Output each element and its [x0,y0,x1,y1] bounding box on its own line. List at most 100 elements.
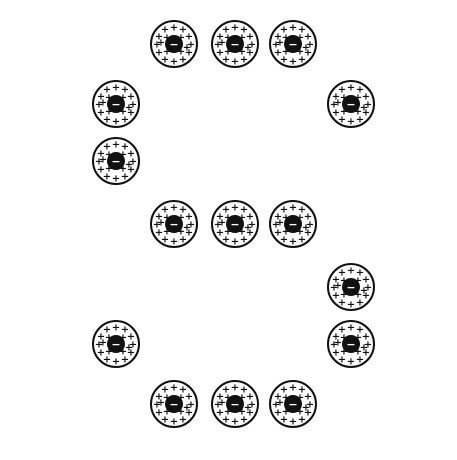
positive-charge-sign: + [153,400,161,411]
negative-charge-sign: − [346,98,355,111]
atom-graphic: ++++++++++++++++++− [327,80,375,128]
positive-charge-sign: + [332,348,340,359]
positive-charge-sign: + [289,383,297,394]
positive-charge-sign: + [298,385,306,396]
positive-charge-sign: + [216,228,224,239]
positive-charge-sign: + [332,332,340,343]
positive-charge-sign: + [170,23,178,34]
positive-charge-sign: + [246,212,254,223]
positive-charge-sign: + [121,355,129,366]
positive-charge-sign: + [246,408,254,419]
positive-charge-sign: + [340,93,348,104]
positive-charge-sign: + [306,40,314,51]
positive-charge-sign: + [179,235,187,246]
positive-charge-sign: + [282,407,290,418]
positive-charge-sign: + [360,343,368,354]
positive-charge-sign: + [238,227,246,238]
positive-charge-sign: + [224,227,232,238]
positive-charge-sign: + [282,393,290,404]
positive-charge-sign: + [127,165,135,176]
positive-charge-sign: + [338,298,346,309]
positive-charge-sign: + [214,220,222,231]
negative-charge-sign: − [169,218,178,231]
positive-charge-sign: + [183,223,191,234]
positive-charge-sign: + [224,213,232,224]
positive-charge-sign: + [231,203,239,214]
positive-charge-sign: + [340,107,348,118]
positive-charge-sign: + [354,276,362,287]
negative-nucleus [165,395,183,413]
positive-charge-sign: + [347,117,355,128]
positive-charge-sign: + [340,290,348,301]
positive-charge-sign: + [280,385,288,396]
atom: ++++++++++++++++++− [326,79,376,129]
atom: ++++++++++++++++++− [326,262,376,312]
positive-charge-sign: + [161,235,169,246]
positive-charge-sign: + [274,228,282,239]
positive-charge-sign: + [216,408,224,419]
positive-charge-sign: + [163,393,171,404]
negative-charge-sign: − [346,281,355,294]
atom: ++++++++++++++++++− [268,379,318,429]
positive-charge-sign: + [240,205,248,216]
positive-charge-sign: + [170,57,178,68]
positive-charge-sign: + [334,281,342,292]
positive-charge-sign: + [97,149,105,160]
positive-charge-sign: + [222,25,230,36]
positive-charge-sign: + [231,237,239,248]
negative-nucleus [165,35,183,53]
positive-charge-sign: + [244,403,252,414]
positive-charge-sign: + [127,332,135,343]
positive-charge-sign: + [163,213,171,224]
positive-charge-sign: + [364,283,372,294]
positive-charge-sign: + [224,47,232,58]
positive-charge-sign: + [296,407,304,418]
positive-charge-sign: + [231,383,239,394]
positive-charge-sign: + [216,48,224,59]
positive-charge-sign: + [179,385,187,396]
positive-charge-sign: + [112,357,120,368]
positive-charge-sign: + [121,325,129,336]
positive-charge-sign: + [161,385,169,396]
positive-charge-sign: + [296,47,304,58]
positive-charge-sign: + [304,212,312,223]
positive-charge-sign: + [334,98,342,109]
positive-charge-sign: + [112,140,120,151]
positive-charge-sign: + [112,323,120,334]
negative-nucleus [342,95,360,113]
atom: ++++++++++++++++++− [210,19,260,69]
negative-nucleus [107,335,125,353]
positive-charge-sign: + [177,393,185,404]
negative-charge-sign: − [230,38,239,51]
positive-charge-sign: + [163,47,171,58]
positive-charge-sign: + [360,103,368,114]
positive-charge-sign: + [246,32,254,43]
atom: ++++++++++++++++++− [268,19,318,69]
positive-charge-sign: + [95,157,103,168]
positive-charge-sign: + [289,237,297,248]
positive-charge-sign: + [298,415,306,426]
atom: ++++++++++++++++++− [149,19,199,69]
positive-charge-sign: + [222,205,230,216]
positive-charge-sign: + [338,85,346,96]
positive-charge-sign: + [296,393,304,404]
positive-charge-sign: + [304,32,312,43]
positive-charge-sign: + [119,150,127,161]
positive-charge-sign: + [121,142,129,153]
positive-charge-sign: + [304,228,312,239]
positive-charge-sign: + [216,392,224,403]
negative-charge-sign: − [111,338,120,351]
positive-charge-sign: + [157,38,165,49]
positive-charge-sign: + [125,103,133,114]
positive-charge-sign: + [112,174,120,185]
positive-charge-sign: + [127,348,135,359]
positive-charge-sign: + [105,347,113,358]
positive-charge-sign: + [185,32,193,43]
negative-nucleus [165,215,183,233]
positive-charge-sign: + [222,385,230,396]
positive-charge-sign: + [218,38,226,49]
positive-charge-sign: + [302,403,310,414]
positive-charge-sign: + [276,398,284,409]
positive-charge-sign: + [112,117,120,128]
positive-charge-sign: + [119,164,127,175]
